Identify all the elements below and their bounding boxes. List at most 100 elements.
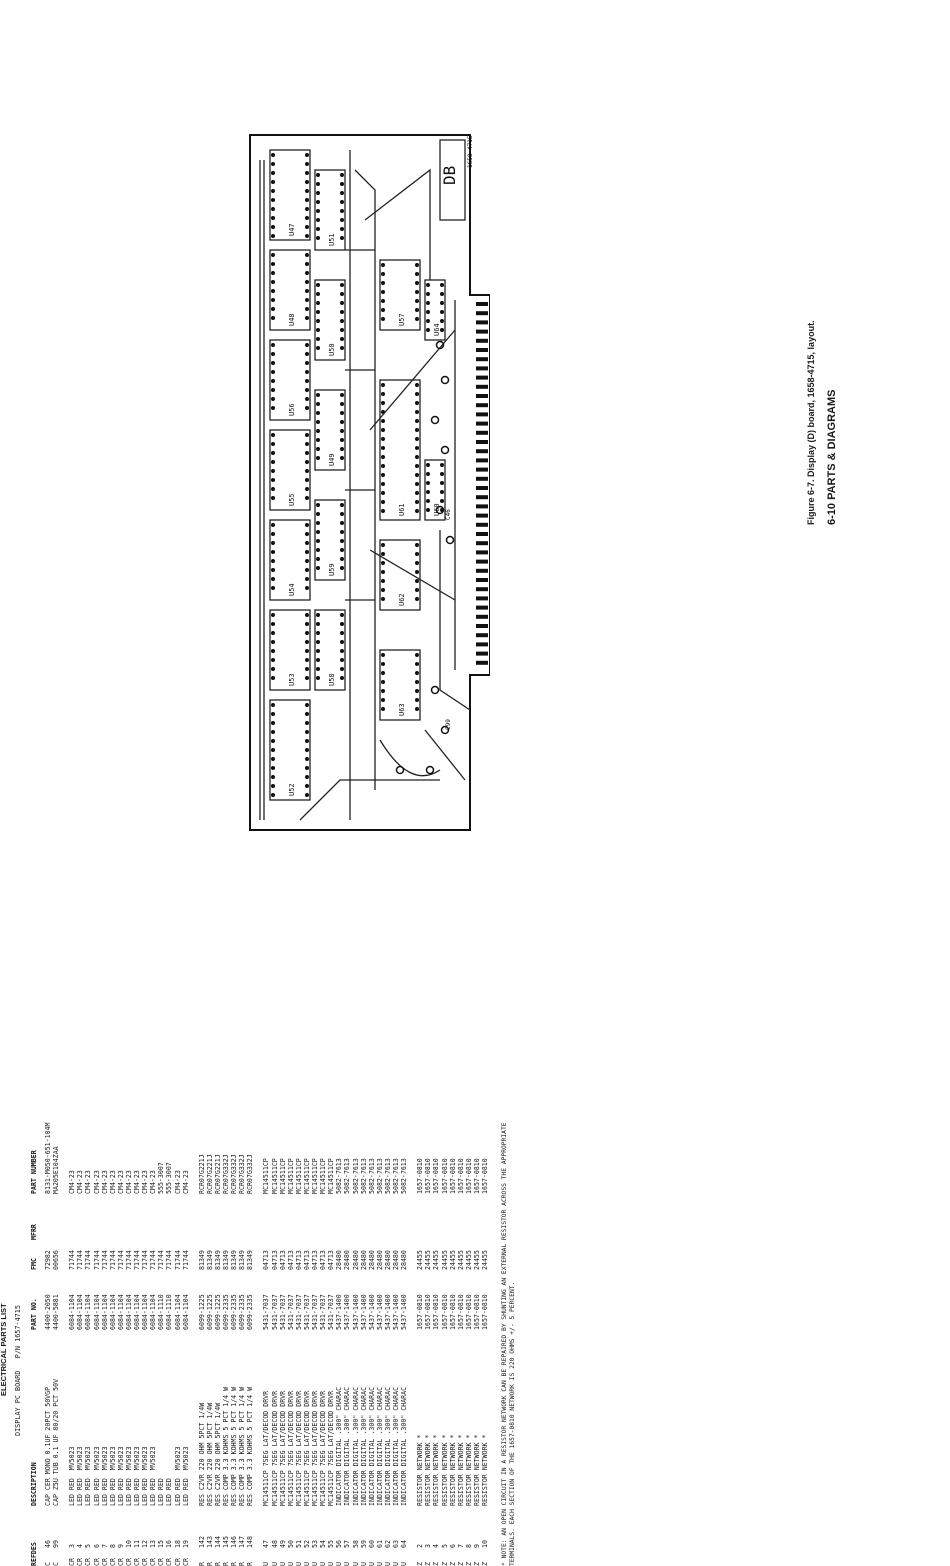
cell-mfr-part-number: 1657-0810 <box>464 1158 473 1194</box>
chip-pin <box>415 597 419 601</box>
edge-connector-finger <box>476 476 488 481</box>
cell-part-no: 6099-1225 <box>213 1294 222 1330</box>
cell-mfr-part-number: 1657-0810 <box>448 1158 457 1194</box>
chip-pin <box>426 508 430 512</box>
cell-description: RES COMP 3.3 KOHMS 5 PCT 1/4 W <box>246 1386 255 1506</box>
cell-part-no: 6099-2335 <box>222 1294 230 1330</box>
chip-label: U53 <box>288 673 296 686</box>
cell-fmc: 28480 <box>335 1250 344 1270</box>
cell-part-no: 6099-2335 <box>246 1294 255 1330</box>
chip-pin <box>305 189 309 193</box>
cell-refdes-number: 54 <box>319 1540 328 1548</box>
via <box>435 505 445 515</box>
chip-pin <box>271 541 275 545</box>
chip-pin <box>271 388 275 392</box>
header-mfrr: MFRR <box>30 1224 38 1240</box>
chip-pin <box>305 658 309 662</box>
chip-pin <box>271 442 275 446</box>
cell-description: RESISTOR NETWORK * <box>424 1434 433 1506</box>
chip-pin <box>415 500 419 504</box>
cell-fmc: 28480 <box>392 1250 400 1270</box>
cell-description: LED RED MV5023 <box>181 1446 190 1506</box>
cell-refdes-number: 56 <box>335 1540 344 1548</box>
chip-pin <box>340 548 344 552</box>
chip-pin <box>381 680 385 684</box>
chip-pin <box>305 406 309 410</box>
chip-pin <box>316 539 320 543</box>
cell-description: INDICATOR DIGITAL .300" CHARAC <box>335 1386 344 1506</box>
cell-mfr-part-number: RCR07G221J <box>197 1154 206 1194</box>
cell-fmc: 71744 <box>173 1250 182 1270</box>
chip-pin <box>340 218 344 222</box>
cell-refdes-number: 145 <box>222 1536 230 1548</box>
chip-pin <box>305 676 309 680</box>
cell-refdes-number: 144 <box>213 1536 222 1548</box>
cell-refdes-number: 9 <box>472 1544 481 1548</box>
cell-fmc: 04713 <box>278 1250 287 1270</box>
cell-refdes-number: 19 <box>181 1540 190 1548</box>
section-heading: 6-10 PARTS & DIAGRAMS <box>826 389 838 525</box>
cell-refdes-number: 51 <box>294 1540 303 1548</box>
chip-pin <box>381 392 385 396</box>
cell-refdes-letter: R <box>222 1562 230 1566</box>
chip-pin <box>415 671 419 675</box>
via <box>445 535 455 545</box>
chip-pin <box>305 649 309 653</box>
chip-pin <box>381 707 385 711</box>
chip-pin <box>381 543 385 547</box>
chip-pin <box>381 401 385 405</box>
cell-part-no: 1657-0810 <box>432 1294 441 1330</box>
cell-fmc: 72982 <box>44 1250 52 1270</box>
pcb-trace <box>369 549 456 601</box>
chip-label: U59 <box>328 563 336 576</box>
chip-pin <box>305 469 309 473</box>
chip-pin <box>415 419 419 423</box>
chip-outline <box>269 249 311 331</box>
cell-mfr-part-number: 5082-7613 <box>359 1158 368 1194</box>
cell-fmc: 24455 <box>481 1250 489 1270</box>
edge-connector-finger <box>476 642 488 647</box>
chip-pin <box>440 301 444 305</box>
cell-part-no: 6084-1104 <box>100 1294 109 1330</box>
edge-connector-finger <box>476 366 488 371</box>
chip-pin <box>316 402 320 406</box>
edge-connector-finger <box>476 651 488 656</box>
edge-connector-finger <box>476 412 488 417</box>
cell-mfr-part-number: 1657-0810 <box>424 1158 433 1194</box>
cell-part-no: 6099-2335 <box>230 1294 239 1330</box>
cell-fmc: 28480 <box>367 1250 376 1270</box>
board-part-label: 1658-4715 <box>467 135 474 168</box>
chip-label: U48 <box>288 313 296 326</box>
chip-outline <box>269 429 311 511</box>
chip-pin <box>415 552 419 556</box>
chip-pin <box>381 419 385 423</box>
cell-refdes-number: 4 <box>76 1544 85 1548</box>
cell-part-no: 1657-0810 <box>448 1294 457 1330</box>
cell-mfr-part-number: MC14511CP <box>327 1158 336 1194</box>
cell-mfr-part-number: 5082-7613 <box>375 1158 384 1194</box>
cell-fmc: 04713 <box>302 1250 311 1270</box>
cell-part-no: 5431-7037 <box>270 1294 279 1330</box>
cell-mfr-part-number: 5082-7613 <box>351 1158 360 1194</box>
cell-fmc: 71744 <box>157 1250 166 1270</box>
chip-outline <box>424 279 446 341</box>
cell-refdes-letter: Z <box>416 1562 425 1566</box>
cell-refdes-letter: U <box>262 1562 271 1566</box>
chip-pin <box>316 319 320 323</box>
chip-pin <box>271 496 275 500</box>
edge-connector-finger <box>476 467 488 472</box>
header-part-no: PART NO. <box>30 1298 38 1330</box>
cell-refdes-letter: R <box>205 1562 214 1566</box>
chip-outline <box>314 609 346 691</box>
cell-refdes-number: 50 <box>286 1540 295 1548</box>
